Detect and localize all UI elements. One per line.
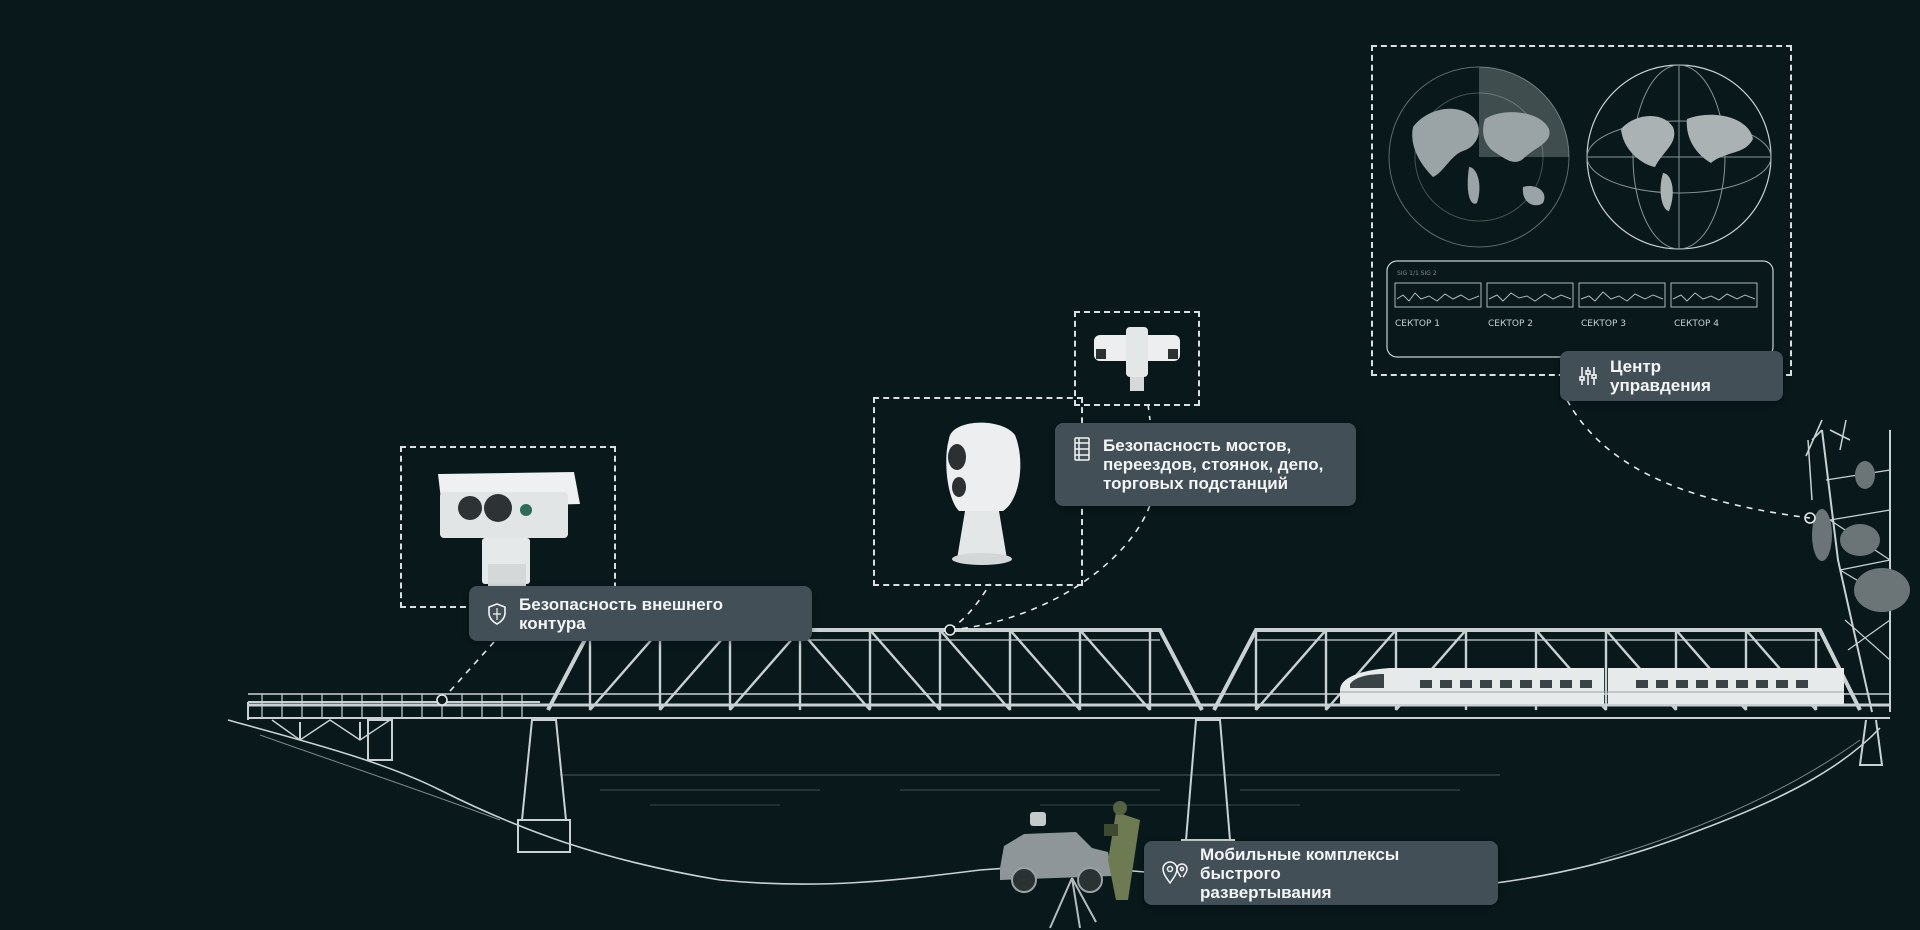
- control-center-card[interactable]: Центр управдения: [1560, 351, 1783, 401]
- shield-icon: [487, 602, 507, 625]
- ptz-camera-image: [438, 472, 580, 588]
- dome-camera-image: [946, 422, 1021, 565]
- perimeter-security-label: Безопасность внешнего контура: [519, 594, 723, 633]
- perimeter-security-card[interactable]: Безопасность внешнего контура: [469, 586, 812, 641]
- control-center-dashboard-image: SIG 1/1 SIG 2: [1386, 64, 1774, 358]
- sector-3-label: СЕКТОР 3: [1581, 319, 1626, 329]
- bispectral-camera-image: [1094, 327, 1180, 391]
- mobile-complexes-card[interactable]: Мобильные комплексы быстрого развертыван…: [1144, 841, 1498, 905]
- sector-2-label: СЕКТОР 2: [1488, 319, 1533, 329]
- bridge-security-card[interactable]: Безопасность мостов, переездов, стоянок,…: [1055, 423, 1356, 506]
- sliders-icon: [1578, 366, 1598, 386]
- svg-text:SIG 1/1 SIG 2: SIG 1/1 SIG 2: [1397, 270, 1437, 277]
- sector-4-label: СЕКТОР 4: [1674, 319, 1719, 329]
- film-strip-icon: [1073, 437, 1091, 461]
- camera-frame-perimeter: [400, 446, 616, 608]
- camera-frame-dome: [873, 397, 1083, 586]
- camera-frame-bispectral: [1074, 311, 1200, 406]
- map-pins-icon: [1162, 861, 1188, 885]
- mobile-complexes-label: Мобильные комплексы быстрого развертыван…: [1200, 844, 1400, 902]
- bridge-security-label: Безопасность мостов, переездов, стоянок,…: [1103, 436, 1324, 493]
- control-center-label: Центр управдения: [1610, 357, 1711, 395]
- control-center-frame: SIG 1/1 SIG 2 СЕКТОР 1 СЕКТОР 2 СЕКТОР 3…: [1371, 45, 1792, 376]
- sector-1-label: СЕКТОР 1: [1395, 319, 1440, 329]
